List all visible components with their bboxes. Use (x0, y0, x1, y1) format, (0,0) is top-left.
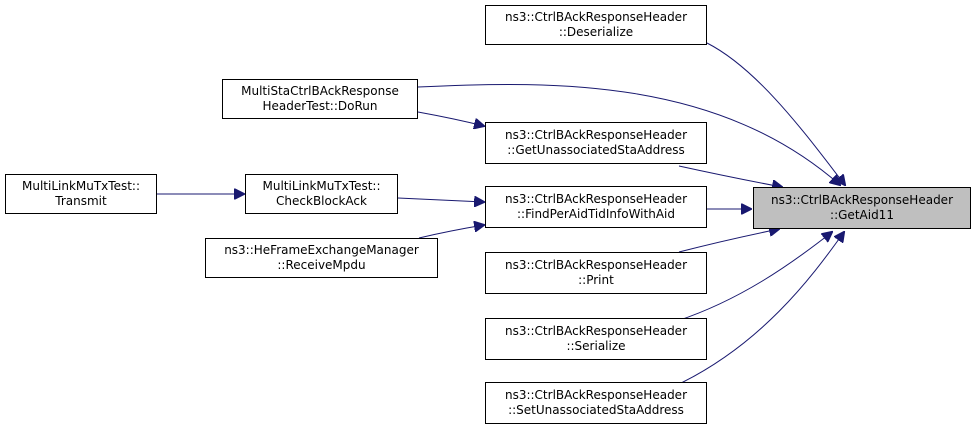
node-check-block-ack[interactable]: MultiLinkMuTxTest:: CheckBlockAck (245, 174, 398, 214)
node-label-line2: ::SetUnassociatedStaAddress (508, 403, 684, 417)
node-serialize[interactable]: ns3::CtrlBAckResponseHeader ::Serialize (485, 318, 707, 360)
node-label-line1: ns3::CtrlBAckResponseHeader (504, 258, 688, 272)
node-label-line1: ns3::HeFrameExchangeManager (224, 243, 419, 257)
edge-multista-dorun-to-get-unassociated (417, 111, 484, 126)
edge-print-to-target (678, 229, 779, 253)
edge-check-block-ack-to-find-per-aid (397, 198, 484, 202)
node-transmit[interactable]: MultiLinkMuTxTest:: Transmit (5, 174, 157, 214)
node-set-unassociated[interactable]: ns3::CtrlBAckResponseHeader ::SetUnassoc… (485, 382, 707, 424)
edge-multista-dorun-to-target (417, 83, 840, 185)
node-label-line2: CheckBlockAck (276, 194, 367, 208)
node-label-line2: ::GetAid11 (830, 208, 894, 222)
node-label-line1: ns3::CtrlBAckResponseHeader (504, 10, 688, 24)
node-label-line1: MultiLinkMuTxTest:: (262, 179, 381, 193)
node-find-per-aid[interactable]: ns3::CtrlBAckResponseHeader ::FindPerAid… (485, 186, 707, 228)
node-label-line2: ::Print (578, 273, 614, 287)
node-label-line1: MultiStaCtrlBAckResponse (241, 84, 399, 98)
node-label-line1: ns3::CtrlBAckResponseHeader (504, 128, 688, 142)
edge-deserialize-to-target (706, 42, 845, 185)
node-deserialize[interactable]: ns3::CtrlBAckResponseHeader ::Deserializ… (485, 5, 707, 45)
node-label-line2: ::Deserialize (558, 25, 634, 39)
node-label-line2: ::GetUnassociatedStaAddress (507, 143, 685, 157)
edge-set-unassociated-to-target (676, 232, 844, 386)
node-label-line2: Transmit (55, 194, 107, 208)
node-label-line2: ::ReceiveMpdu (277, 258, 366, 272)
edge-get-unassociated-to-target (678, 165, 782, 187)
edge-serialize-to-target (676, 232, 832, 322)
node-multista-dorun[interactable]: MultiStaCtrlBAckResponse HeaderTest::DoR… (222, 79, 418, 119)
node-label-line1: ns3::CtrlBAckResponseHeader (504, 324, 688, 338)
node-label-line1: MultiLinkMuTxTest:: (21, 179, 140, 193)
node-receive-mpdu[interactable]: ns3::HeFrameExchangeManager ::ReceiveMpd… (205, 238, 438, 278)
node-label-line1: ns3::CtrlBAckResponseHeader (504, 388, 688, 402)
node-label-line2: ::FindPerAidTidInfoWithAid (517, 207, 675, 221)
edge-receive-mpdu-to-find-per-aid (418, 225, 484, 239)
node-label-line1: ns3::CtrlBAckResponseHeader (504, 192, 688, 206)
node-label-line2: ::Serialize (566, 339, 626, 353)
node-label-line2: HeaderTest::DoRun (262, 99, 378, 113)
node-label-line1: ns3::CtrlBAckResponseHeader (770, 193, 954, 207)
node-print[interactable]: ns3::CtrlBAckResponseHeader ::Print (485, 252, 707, 294)
node-get-unassociated[interactable]: ns3::CtrlBAckResponseHeader ::GetUnassoc… (485, 122, 707, 164)
node-target-getaid11: ns3::CtrlBAckResponseHeader ::GetAid11 (753, 187, 971, 229)
